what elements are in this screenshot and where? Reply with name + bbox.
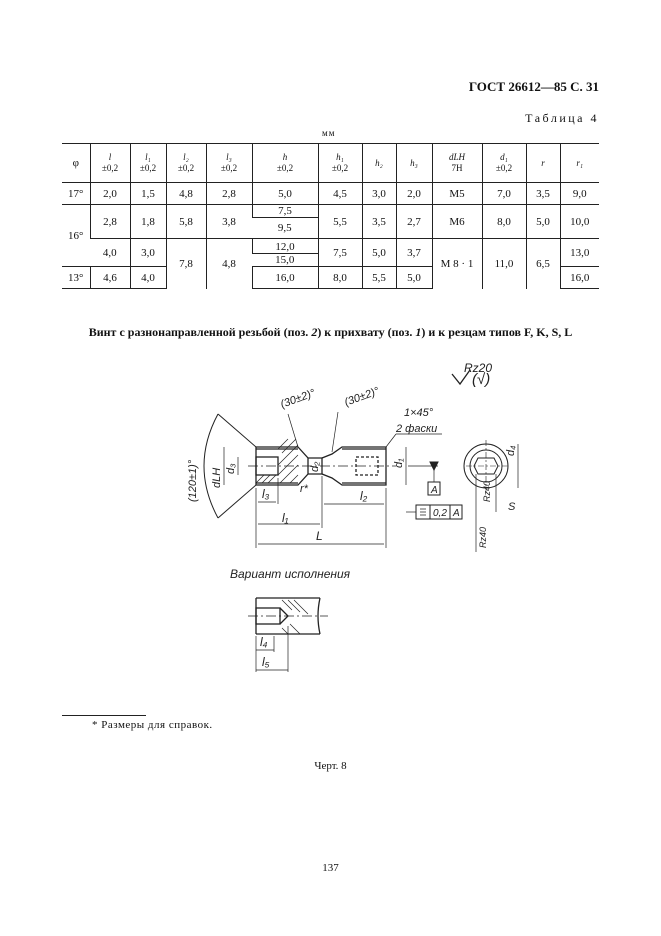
- column-symbol: h: [282, 152, 288, 162]
- column-header: r₁: [559, 143, 599, 183]
- table-row: 13° 4,6 4,0 16,0 8,0 5,5 5,0 16,0: [62, 266, 599, 289]
- svg-text:Rz40: Rz40: [482, 481, 492, 502]
- column-header: h₁±0,2: [317, 143, 362, 183]
- column-header: h₂: [361, 143, 396, 183]
- column-symbol: l₁: [145, 152, 151, 162]
- technical-drawing: Rz20 (√) (120±1)° (30±2)° (30±2)° 1×45° …: [187, 361, 519, 672]
- column-symbol: φ: [72, 156, 79, 169]
- column-symbol: l: [108, 152, 112, 162]
- label-l4: l₄: [260, 635, 268, 649]
- label-dlh: dLH: [211, 468, 223, 488]
- tolerance-frame: 0,2 A: [406, 504, 463, 520]
- angle-label-b: (30±2)°: [343, 385, 382, 409]
- footnote: * Размеры для справок.: [92, 719, 213, 731]
- column-tolerance: ±0,2: [276, 163, 294, 173]
- column-symbol: d₁: [500, 152, 508, 162]
- angle-label-a: (30±2)°: [279, 387, 318, 411]
- column-header: h₃: [395, 143, 432, 183]
- svg-text:Rz20: Rz20: [464, 361, 492, 375]
- column-tolerance: ±0,2: [220, 163, 238, 173]
- column-symbol: l₃: [226, 152, 232, 162]
- column-header: l₃±0,2: [205, 143, 252, 183]
- column-header: φ: [62, 143, 90, 183]
- column-symbol: l₂: [183, 152, 189, 162]
- svg-text:d₄: d₄: [505, 445, 517, 456]
- table-row: 17° 2,0 1,5 4,8 2,8 5,0 4,5 3,0 2,0 M5 7…: [62, 182, 599, 205]
- label-d3: d₃: [225, 463, 237, 474]
- label-l2: l₂: [360, 489, 368, 503]
- page-number: 137: [322, 862, 339, 874]
- chamfer-label: 1×45°: [404, 407, 434, 419]
- table-row: 9,5: [62, 217, 599, 239]
- table-row: 15,0: [62, 253, 599, 267]
- footnote-rule: [62, 715, 146, 716]
- column-header: l₂±0,2: [165, 143, 206, 183]
- chamfer-note: 2 фаски: [395, 423, 437, 435]
- table-row: 4,0 3,0 7,8 4,8 12,0 7,5 5,0 3,7 M 8 · 1…: [62, 238, 599, 289]
- variant-title: Вариант исполнения: [230, 567, 351, 581]
- svg-text:A: A: [430, 485, 438, 496]
- figure-caption: Винт с разнонаправленной резьбой (поз. 2…: [88, 325, 573, 339]
- column-symbol: r: [541, 157, 545, 168]
- column-symbol: h₂: [375, 157, 383, 168]
- column-tolerance: 7H: [451, 163, 463, 173]
- angle-dimension-120: (120±1)°: [187, 413, 257, 519]
- roughness-symbol: Rz20 (√): [451, 361, 492, 388]
- label-d2: d₂: [309, 461, 321, 472]
- page-header: ГОСТ 26612—85 С. 31: [468, 79, 599, 94]
- column-header: r: [525, 143, 560, 183]
- column-tolerance: ±0,2: [495, 163, 513, 173]
- label-l5: l₅: [262, 655, 270, 669]
- svg-text:0,2: 0,2: [433, 508, 447, 519]
- column-tolerance: ±0,2: [101, 163, 119, 173]
- svg-text:A: A: [452, 508, 460, 519]
- label-d1: d₁: [393, 458, 405, 468]
- hatching: [255, 438, 299, 484]
- svg-text:(√): (√): [472, 371, 490, 388]
- label-r: r*: [300, 483, 309, 495]
- column-tolerance: ±0,2: [139, 163, 157, 173]
- variant-view: [248, 597, 328, 672]
- column-symbol: h₃: [410, 157, 418, 168]
- length-dimensions: [255, 476, 387, 548]
- datum-a: A: [408, 461, 441, 496]
- end-view: d₄ S Rz40 Rz40: [463, 440, 519, 552]
- column-symbol: dLH: [448, 152, 465, 162]
- column-symbol: h₁: [336, 152, 344, 162]
- label-L: L: [316, 529, 323, 543]
- svg-text:(120±1)°: (120±1)°: [187, 459, 199, 502]
- column-header: l₁±0,2: [129, 143, 166, 183]
- column-symbol: r₁: [576, 157, 584, 168]
- column-tolerance: ±0,2: [331, 163, 349, 173]
- label-l3: l₃: [262, 487, 270, 501]
- table-unit: мм: [322, 128, 336, 138]
- figure-label: Черт. 8: [314, 760, 347, 772]
- svg-text:Rz40: Rz40: [478, 527, 488, 548]
- column-tolerance: ±0,2: [177, 163, 195, 173]
- column-header: d₁±0,2: [481, 143, 526, 183]
- table-row: 16° 2,8 1,8 5,8 3,8 7,5 5,5 3,5 2,7 M6 8…: [62, 204, 599, 267]
- column-header: l±0,2: [89, 143, 130, 183]
- svg-text:S: S: [508, 501, 516, 513]
- column-header: h±0,2: [251, 143, 318, 183]
- table-caption: Таблица 4: [525, 111, 599, 125]
- label-l1: l₁: [282, 511, 289, 525]
